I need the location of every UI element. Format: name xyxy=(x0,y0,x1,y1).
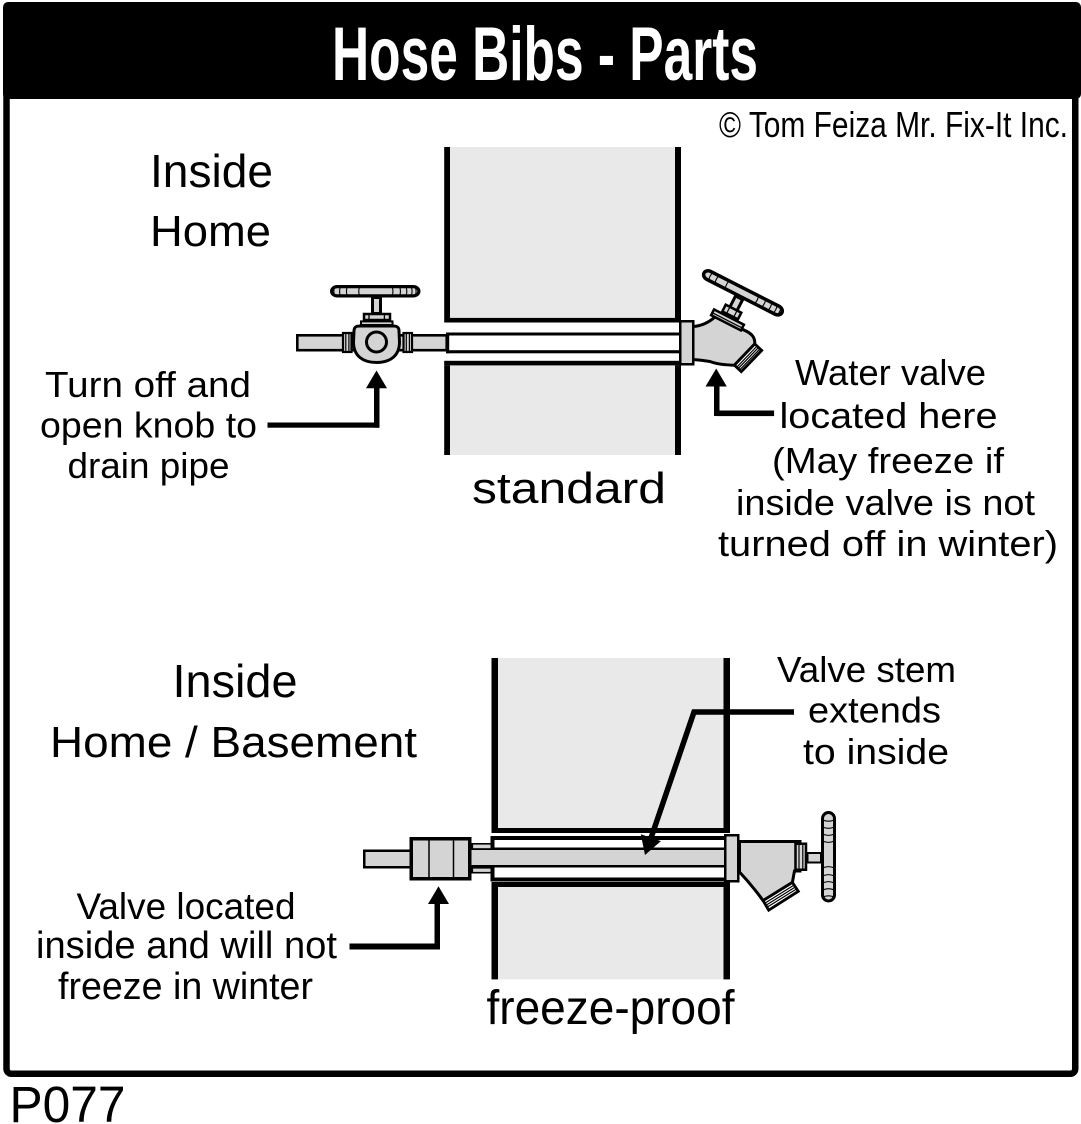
svg-text:standard: standard xyxy=(472,464,666,513)
svg-text:turned off in winter): turned off in winter) xyxy=(718,523,1058,564)
svg-text:inside valve is not: inside valve is not xyxy=(736,482,1035,523)
svg-text:inside and will not: inside and will not xyxy=(36,925,337,967)
svg-text:located here: located here xyxy=(780,395,998,436)
svg-text:freeze-proof: freeze-proof xyxy=(487,982,736,1035)
svg-text:extends: extends xyxy=(808,690,941,731)
svg-text:Valve located: Valve located xyxy=(77,886,296,927)
svg-text:Turn off and: Turn off and xyxy=(45,364,251,405)
svg-text:Inside: Inside xyxy=(173,655,298,707)
svg-text:Home / Basement: Home / Basement xyxy=(50,718,417,767)
svg-text:Home: Home xyxy=(150,207,271,256)
svg-text:freeze in winter: freeze in winter xyxy=(58,966,313,1008)
svg-text:Water valve: Water valve xyxy=(795,352,986,393)
svg-text:© Tom Feiza Mr. Fix-It Inc.: © Tom Feiza Mr. Fix-It Inc. xyxy=(719,104,1068,145)
svg-text:drain pipe: drain pipe xyxy=(68,445,230,486)
svg-text:Hose Bibs - Parts: Hose Bibs - Parts xyxy=(332,12,758,97)
svg-text:Valve stem: Valve stem xyxy=(777,649,956,690)
svg-text:Inside: Inside xyxy=(150,145,273,197)
svg-text:P077: P077 xyxy=(10,1076,126,1124)
svg-text:(May freeze if: (May freeze if xyxy=(772,440,1005,481)
svg-text:open knob to: open knob to xyxy=(40,405,257,446)
svg-text:to inside: to inside xyxy=(803,731,949,772)
